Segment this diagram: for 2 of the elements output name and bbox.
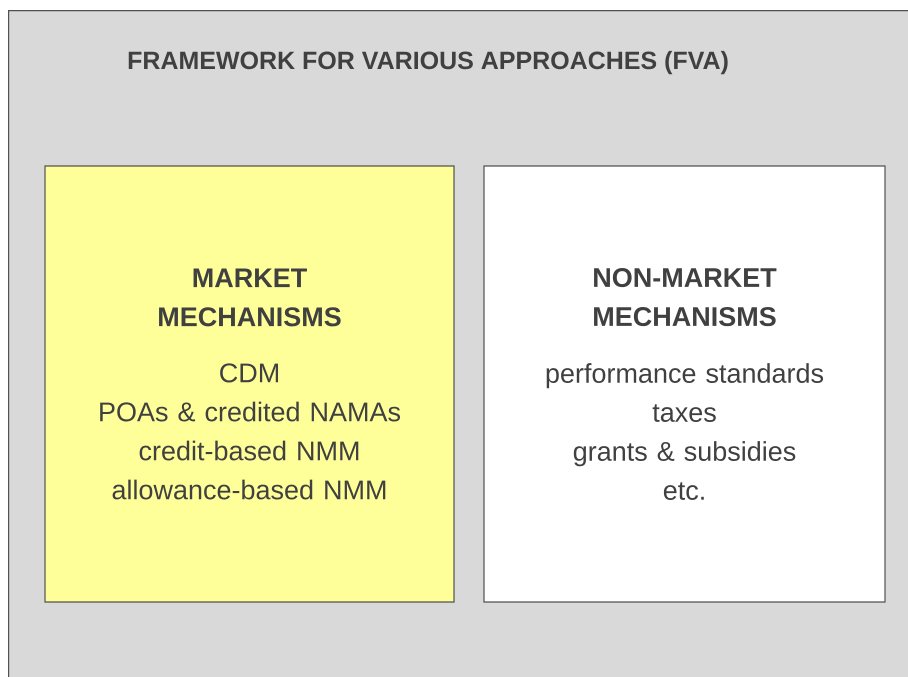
mechanism-box: MARKET MECHANISMS CDM POAs & credited NAMAs credit-based NMM allowance-based NMM [44, 165, 455, 603]
mechanism-box: NON-MARKET MECHANISMS performance standards taxes grants & subsidies etc. [483, 165, 886, 603]
